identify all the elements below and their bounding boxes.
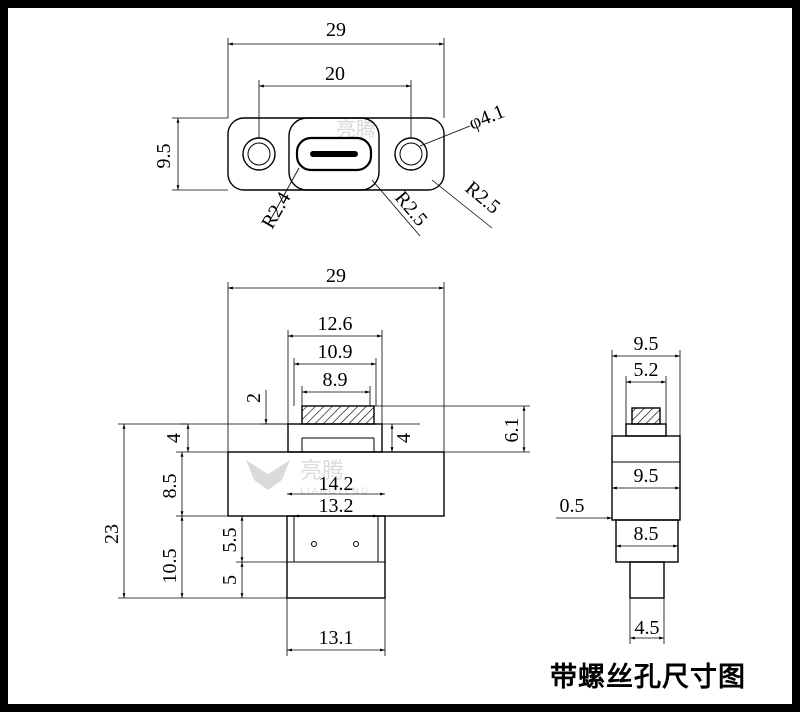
- side-body-width-label: 9.5: [634, 465, 659, 487]
- hole-diameter-leader: [419, 125, 471, 147]
- side-view-labels: 9.5 5.2 9.5 0.5 8.5 4.5: [560, 333, 660, 639]
- watermark-sub: LIANGTENG: [300, 487, 370, 497]
- top-overall-width-label: 29: [326, 19, 346, 41]
- watermark: 亮腾 LIANGTENG: [246, 459, 370, 497]
- front-10-9-label: 10.9: [318, 341, 353, 363]
- front-inner-width-label: 13.2: [319, 495, 354, 517]
- corner-radius-label: R2.5: [461, 177, 505, 218]
- front-12-6-label: 12.6: [318, 313, 353, 335]
- left-screw-hole-inner: [247, 142, 271, 166]
- front-lower-body: [286, 515, 386, 599]
- front-gap-5-5-label: 5.5: [219, 528, 241, 553]
- front-view: [118, 282, 530, 656]
- front-flange-height-label: 8.5: [159, 474, 181, 499]
- port-housing: [288, 117, 380, 191]
- watermark-brand: 亮腾: [300, 459, 344, 484]
- side-top-width-label: 9.5: [634, 333, 659, 355]
- watermark-logo-icon: [246, 460, 290, 490]
- front-bottom-width-label: 13.1: [319, 627, 354, 649]
- usb-c-port: [295, 136, 373, 172]
- drawing-caption: 带螺丝孔尺寸图: [550, 662, 746, 693]
- top-view: [172, 38, 493, 237]
- side-plug-tip: [631, 407, 661, 425]
- front-right-step-label: 4: [393, 433, 415, 443]
- side-pin: [629, 561, 665, 599]
- corner-radius-leader: [431, 179, 493, 229]
- front-plug-height-label: 2: [243, 393, 265, 403]
- center-radius-leader: [371, 179, 421, 237]
- plug-tip-hatched: [301, 405, 375, 425]
- front-bottom-5-label: 5: [219, 575, 241, 585]
- side-offset-label: 0.5: [560, 495, 585, 517]
- front-flange-width-label: 14.2: [319, 473, 354, 495]
- front-top-height-label: 6.1: [501, 418, 523, 443]
- side-plug-width-label: 5.2: [634, 359, 659, 381]
- side-bottom-width-label: 4.5: [635, 617, 660, 639]
- front-left-step-label: 4: [163, 433, 185, 443]
- port-radius-leader: [267, 167, 300, 225]
- top-view-labels: 29 20 9.5 φ4.1 R2.4 R2.5 R2.5: [153, 19, 508, 233]
- right-screw-hole-inner: [399, 142, 423, 166]
- front-overall-width-label: 29: [326, 265, 346, 287]
- front-view-labels: 29 12.6 10.9 8.9 2 4 4 6.1 23 8.5 14.2 1…: [101, 265, 523, 649]
- side-lower-width-label: 8.5: [634, 523, 659, 545]
- hole-diameter-label: φ4.1: [466, 101, 508, 135]
- front-total-height-label: 23: [101, 524, 123, 544]
- front-8-9-label: 8.9: [323, 369, 348, 391]
- pin-hole-left: [311, 541, 317, 547]
- front-lower-height-label: 10.5: [159, 549, 181, 584]
- side-plug: [625, 423, 667, 437]
- top-height-label: 9.5: [153, 144, 175, 169]
- port-radius-label: R2.4: [257, 188, 295, 232]
- side-view: [556, 350, 681, 644]
- usb-c-tongue: [310, 151, 358, 157]
- pin-hole-right: [353, 541, 359, 547]
- top-hole-spacing-label: 20: [325, 63, 345, 85]
